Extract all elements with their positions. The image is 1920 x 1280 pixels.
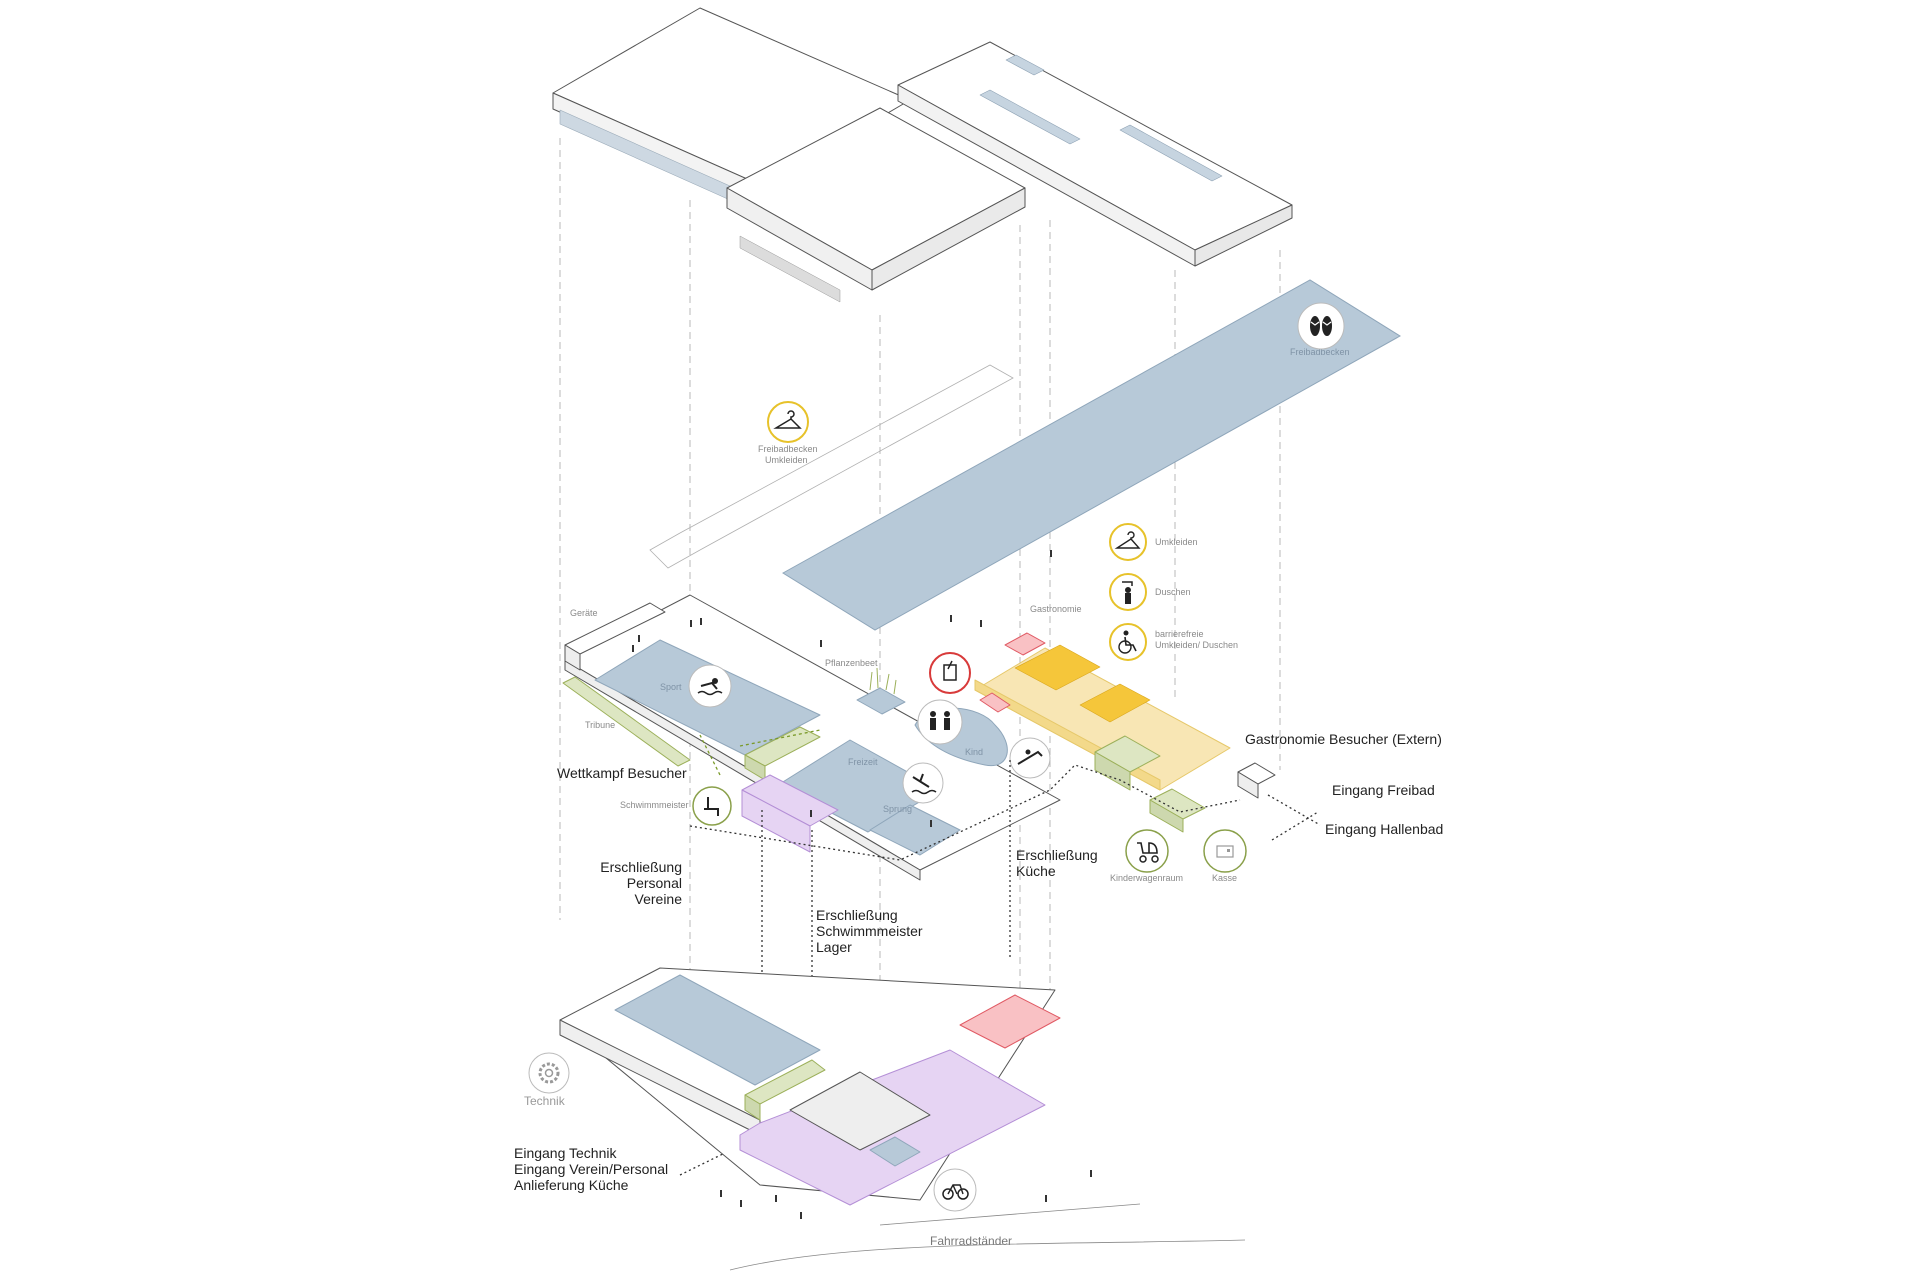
cash-register-icon (1203, 829, 1247, 873)
sandals-icon (1297, 302, 1345, 350)
drink-icon (929, 652, 971, 694)
outdoor-pool-level: Freibadbecken Freibadbecken Umkleiden (649, 279, 1401, 631)
label-kinderwagenraum: Kinderwagenraum (1110, 873, 1183, 883)
gear-icon (528, 1052, 570, 1094)
label-freibad-umkleiden-2: Umkleiden (765, 455, 808, 465)
basement-kitchen (959, 994, 1061, 1049)
label-erschl-kueche-2: Küche (1016, 863, 1056, 879)
label-erschl-personal-2: Personal (627, 875, 682, 891)
freibadbecken-pool (782, 279, 1401, 631)
basement-level (559, 967, 1061, 1206)
label-fahrradstaender: Fahrradständer (930, 1234, 1012, 1248)
label-technik: Technik (524, 1094, 566, 1108)
family-icon (917, 699, 963, 745)
seat-icon (692, 786, 732, 826)
hanger-icon (1109, 523, 1147, 561)
shower-icon (1109, 573, 1147, 611)
label-sprung: Sprung (883, 804, 912, 814)
label-pflanzenbeet: Pflanzenbeet (825, 658, 878, 668)
label-eingang-technik-1: Eingang Technik (514, 1145, 617, 1161)
label-freibadbecken: Freibadbecken (1290, 347, 1350, 357)
people-figures (632, 550, 1092, 1219)
label-sport: Sport (660, 682, 682, 692)
basement-hall (789, 1071, 931, 1151)
slide-icon (1009, 737, 1051, 779)
basement-labels: Technik Eingang Technik Eingang Verein/P… (514, 1052, 1246, 1271)
diver-icon (902, 762, 944, 804)
pflanzenbeet (856, 687, 906, 715)
label-tribune: Tribune (585, 720, 615, 730)
stroller-icon (1125, 829, 1169, 873)
label-gastronomie: Gastronomie (1030, 604, 1082, 614)
amenities-legend: Umkleiden Duschen barrierefreie Umkleide… (1109, 523, 1238, 661)
label-geraete: Geräte (570, 608, 598, 618)
label-eingang-hallenbad: Eingang Hallenbad (1325, 821, 1443, 837)
bicycle-icon (933, 1168, 977, 1212)
ground-level (562, 594, 1276, 881)
label-barrierefrei-1: barrierefreie (1155, 629, 1204, 639)
basement-small-pool (869, 1136, 921, 1167)
green-arrows (699, 729, 821, 776)
tribune (562, 676, 691, 767)
ground-icons (688, 652, 1247, 873)
basement-pool (614, 974, 821, 1086)
terrain-line (729, 1239, 1246, 1271)
label-eingang-freibad: Eingang Freibad (1332, 782, 1435, 798)
label-barrierefrei-2: Umkleiden/ Duschen (1155, 640, 1238, 650)
ground-labels: Geräte Gastronomie Pflanzenbeet Sport Tr… (557, 604, 1443, 955)
label-erschl-meister-3: Lager (816, 939, 852, 955)
label-eingang-technik-3: Anlieferung Küche (514, 1177, 629, 1193)
label-umkleiden: Umkleiden (1155, 537, 1198, 547)
label-wettkampf-besucher: Wettkampf Besucher (557, 765, 687, 781)
label-freibad-umkleiden-1: Freibadbecken (758, 444, 818, 454)
label-erschl-personal-1: Erschließung (600, 859, 682, 875)
label-eingang-technik-2: Eingang Verein/Personal (514, 1161, 668, 1177)
gastronomie-block (1004, 632, 1046, 656)
label-erschl-personal-3: Vereine (635, 891, 683, 907)
terrain-line-2 (879, 1203, 1141, 1226)
label-gastro-extern: Gastronomie Besucher (Extern) (1245, 731, 1442, 747)
freibad-umkleiden-outline (649, 364, 1014, 569)
label-freizeit: Freizeit (848, 757, 878, 767)
label-schwimmmeister: Schwimmmeister (620, 800, 689, 810)
label-duschen: Duschen (1155, 587, 1191, 597)
hanger-icon (767, 401, 809, 443)
label-kasse: Kasse (1212, 873, 1237, 883)
roof-level (552, 7, 1293, 303)
label-erschl-meister-2: Schwimmmeister (816, 923, 923, 939)
swimmer-icon (688, 664, 732, 708)
label-kind: Kind (965, 747, 983, 757)
sprung-pool (869, 804, 961, 856)
label-erschl-kueche-1: Erschließung (1016, 847, 1098, 863)
label-erschl-meister-1: Erschließung (816, 907, 898, 923)
wheelchair-icon (1109, 623, 1147, 661)
